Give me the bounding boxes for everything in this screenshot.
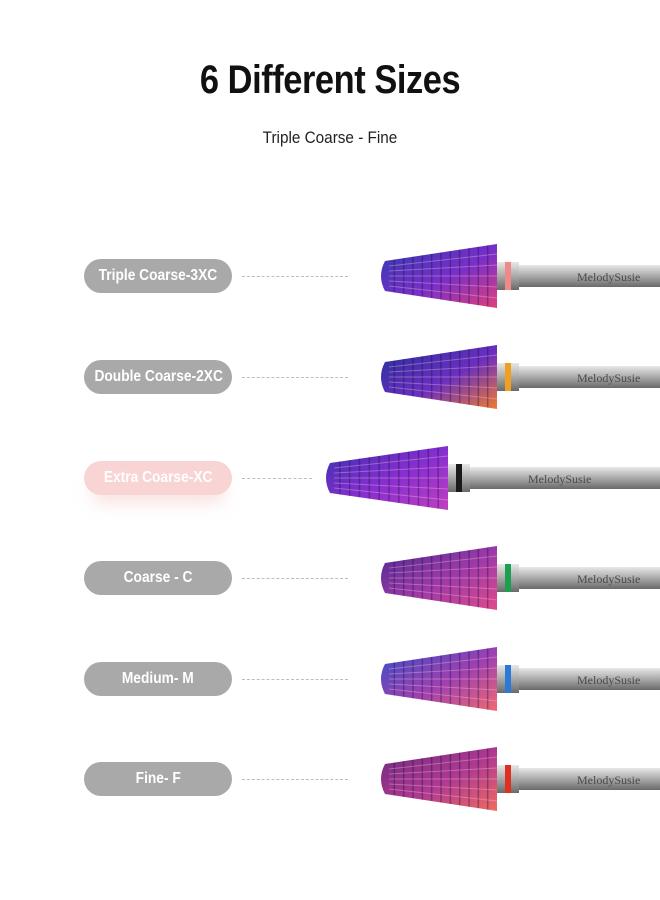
dashed-connector	[242, 276, 348, 277]
page-title: 6 Different Sizes	[199, 58, 461, 102]
drill-bit-flute	[388, 667, 498, 675]
drill-bit-shank	[517, 366, 660, 388]
drill-bit-image: MelodySusie	[381, 747, 660, 811]
size-label-text: Fine- F	[135, 770, 181, 787]
size-row: Double Coarse-2XC MelodySusie	[0, 327, 660, 427]
dashed-connector	[242, 679, 348, 680]
dashed-connector	[242, 377, 348, 378]
drill-bit-color-band	[505, 262, 511, 290]
drill-bit-head	[381, 647, 497, 711]
drill-bit-color-band	[505, 564, 511, 592]
drill-bit-head	[381, 345, 497, 409]
drill-bit-flute	[388, 767, 498, 775]
drill-bit-flute	[388, 587, 498, 601]
drill-bit-flute	[388, 756, 498, 770]
drill-bit-head	[381, 747, 497, 811]
size-label-text: Triple Coarse-3XC	[98, 267, 218, 284]
brand-engraving-text: MelodySusie	[577, 673, 640, 687]
drill-bit-head	[381, 244, 497, 308]
drill-bit-flute	[388, 788, 498, 802]
drill-bit-color-band	[505, 765, 511, 793]
dashed-connector	[242, 578, 348, 579]
size-row: Triple Coarse-3XC MelodySusie	[0, 226, 660, 326]
drill-bit-flute	[388, 555, 498, 569]
drill-bit-flute	[333, 455, 449, 469]
size-row: Extra Coarse-XC MelodySusie	[0, 428, 660, 528]
drill-bit-flute	[388, 381, 498, 389]
drill-bit-head	[381, 546, 497, 610]
size-label-pill: Coarse - C	[84, 561, 232, 595]
brand-engraving-text: MelodySusie	[528, 472, 591, 486]
drill-bit-shank	[517, 567, 660, 589]
drill-bit-shank	[468, 467, 660, 489]
size-label-text: Coarse - C	[123, 569, 193, 586]
drill-bit-image: MelodySusie	[381, 244, 660, 308]
drill-bit-color-band	[505, 363, 511, 391]
drill-bit-flute	[388, 280, 498, 288]
drill-bit-image: MelodySusie	[381, 345, 660, 409]
size-label-text: Extra Coarse-XC	[103, 469, 213, 486]
size-label-pill: Triple Coarse-3XC	[84, 259, 232, 293]
drill-bit-flute	[388, 688, 498, 702]
size-row: Fine- F MelodySusie	[0, 729, 660, 829]
drill-bit-shank	[517, 265, 660, 287]
size-label-text: Medium- M	[122, 670, 194, 687]
size-row: Medium- M MelodySusie	[0, 629, 660, 729]
drill-bit-flute	[388, 365, 498, 373]
drill-bit-flute	[388, 264, 498, 272]
dashed-connector	[242, 779, 348, 780]
drill-bit-flute	[333, 487, 449, 501]
size-label-pill: Extra Coarse-XC	[84, 461, 232, 495]
brand-engraving-text: MelodySusie	[577, 371, 640, 385]
drill-bit-image: MelodySusie	[381, 647, 660, 711]
drill-bit-flute	[388, 582, 498, 590]
size-label-pill: Fine- F	[84, 762, 232, 796]
size-row: Coarse - C MelodySusie	[0, 528, 660, 628]
drill-bit-flute	[388, 656, 498, 670]
size-label-text: Double Coarse-2XC	[94, 368, 223, 385]
brand-engraving-text: MelodySusie	[577, 270, 640, 284]
page-subtitle: Triple Coarse - Fine	[262, 128, 398, 147]
drill-bit-flute	[388, 354, 498, 368]
drill-bit-flute	[388, 386, 498, 400]
size-label-pill: Double Coarse-2XC	[84, 360, 232, 394]
brand-engraving-text: MelodySusie	[577, 773, 640, 787]
drill-bit-flute	[388, 683, 498, 691]
drill-bit-flute	[388, 783, 498, 791]
drill-bit-shank	[517, 768, 660, 790]
drill-bit-color-band	[456, 464, 462, 492]
drill-bit-flute	[333, 482, 449, 490]
brand-engraving-text: MelodySusie	[577, 572, 640, 586]
drill-bit-flute	[333, 466, 449, 474]
drill-bit-color-band	[505, 665, 511, 693]
drill-bit-flute	[388, 285, 498, 299]
size-label-pill: Medium- M	[84, 662, 232, 696]
drill-bit-flute	[388, 566, 498, 574]
dashed-connector	[242, 478, 312, 479]
drill-bit-image: MelodySusie	[381, 546, 660, 610]
drill-bit-shank	[517, 668, 660, 690]
drill-bit-head	[326, 446, 448, 510]
drill-bit-flute	[388, 253, 498, 267]
drill-bit-image: MelodySusie	[326, 446, 660, 510]
